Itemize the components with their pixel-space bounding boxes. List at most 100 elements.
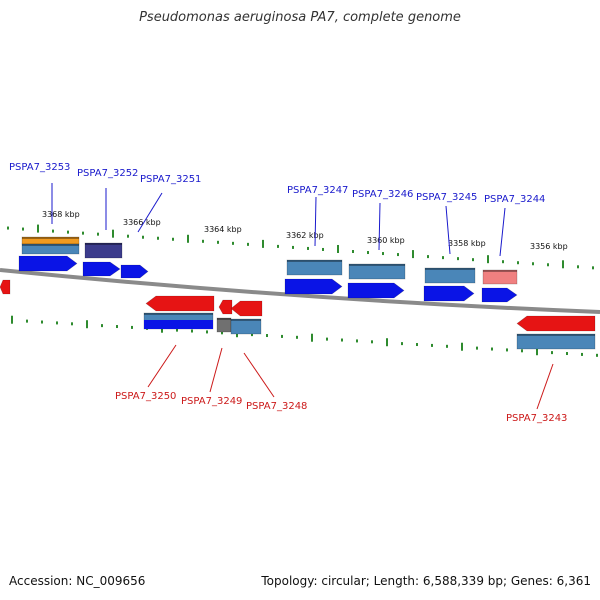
minor-tick [292,245,294,249]
gene-box [230,318,262,335]
minor-tick [221,331,223,335]
gene-box-edge [287,260,342,262]
major-tick [536,347,538,356]
minor-tick [157,236,159,240]
minor-tick [491,347,493,351]
minor-tick [506,348,508,352]
gene-box-edge [349,264,405,266]
cds-arrow [82,261,121,277]
major-tick [461,342,463,351]
minor-tick [22,227,24,231]
scale-label: 3360 kbp [367,236,405,245]
minor-tick [416,343,418,347]
minor-tick [371,340,373,344]
scale-label: 3366 kbp [123,218,161,227]
cds-arrow [284,278,343,295]
minor-tick [142,235,144,239]
gene-label-forward: PSPA7_3245 [416,192,477,203]
minor-tick [427,255,429,259]
gene-label-forward: PSPA7_3246 [352,189,413,200]
leader-line [137,192,163,233]
map-title: Pseudomonas aeruginosa PA7, complete gen… [139,10,461,25]
minor-tick [502,260,504,264]
major-tick [562,260,564,269]
major-tick [412,250,414,259]
cds-arrow [423,285,475,302]
leader-line [314,196,317,247]
minor-tick [281,334,283,338]
tick-layer [7,224,598,357]
cds-arrow [516,315,596,332]
gene-label-forward: PSPA7_3253 [9,162,70,173]
minor-tick [41,320,43,324]
minor-tick [596,353,598,357]
minor-tick [521,349,523,353]
major-tick [311,333,313,342]
minor-tick [52,229,54,233]
minor-tick [217,240,219,244]
minor-tick [191,329,193,333]
minor-tick [266,334,268,338]
minor-tick [131,325,133,329]
cds-arrow [481,287,518,303]
leader-line [243,352,275,398]
minor-tick [566,352,568,356]
leader-line [536,363,554,410]
cds-arrow [120,264,149,279]
leader-line [499,207,506,257]
accession-text: Accession: NC_009656 [9,574,146,588]
minor-tick [322,247,324,251]
scale-label: 3358 kbp [448,239,486,248]
gene-label-reverse: PSPA7_3249 [181,396,242,407]
major-tick [37,224,39,233]
minor-tick [277,244,279,248]
major-tick [112,229,114,238]
minor-tick [296,335,298,339]
major-tick [487,255,489,264]
gene-box-edge [231,319,261,321]
genome-summary-text: Topology: circular; Length: 6,588,339 bp… [261,574,591,588]
minor-tick [116,325,118,329]
minor-tick [592,266,594,270]
minor-tick [341,338,343,342]
scale-label: 3368 kbp [42,210,80,219]
minor-tick [7,226,9,230]
gene-box-edge [425,268,475,270]
minor-tick [82,231,84,235]
cds-arrow [0,279,11,295]
scale-label: 3362 kbp [286,231,324,240]
minor-tick [206,330,208,334]
gene-box-edge [22,244,79,246]
minor-tick [247,242,249,246]
minor-tick [446,344,448,348]
gene-box [21,243,80,255]
gene-label-forward: PSPA7_3244 [484,194,545,205]
gene-box-edge [483,270,517,272]
gene-label-reverse: PSPA7_3250 [115,391,176,402]
minor-tick [71,322,73,326]
minor-tick [442,256,444,260]
gene-label-forward: PSPA7_3251 [140,174,201,185]
minor-tick [307,246,309,250]
minor-tick [97,232,99,236]
gene-box-edge [22,237,79,239]
gene-box-inner [144,320,213,329]
scale-label: 3356 kbp [530,242,568,251]
minor-tick [532,262,534,266]
major-tick [86,320,88,329]
minor-tick [457,257,459,261]
gene-box [424,267,476,284]
minor-tick [581,352,583,356]
minor-tick [577,265,579,269]
minor-tick [67,230,69,234]
gene-label-layer: PSPA7_3253PSPA7_3252PSPA7_3251PSPA7_3247… [9,162,567,424]
gene-box [516,333,596,350]
minor-tick [232,241,234,245]
minor-tick [352,250,354,254]
major-tick [187,234,189,243]
minor-tick [382,252,384,256]
minor-tick [367,251,369,255]
